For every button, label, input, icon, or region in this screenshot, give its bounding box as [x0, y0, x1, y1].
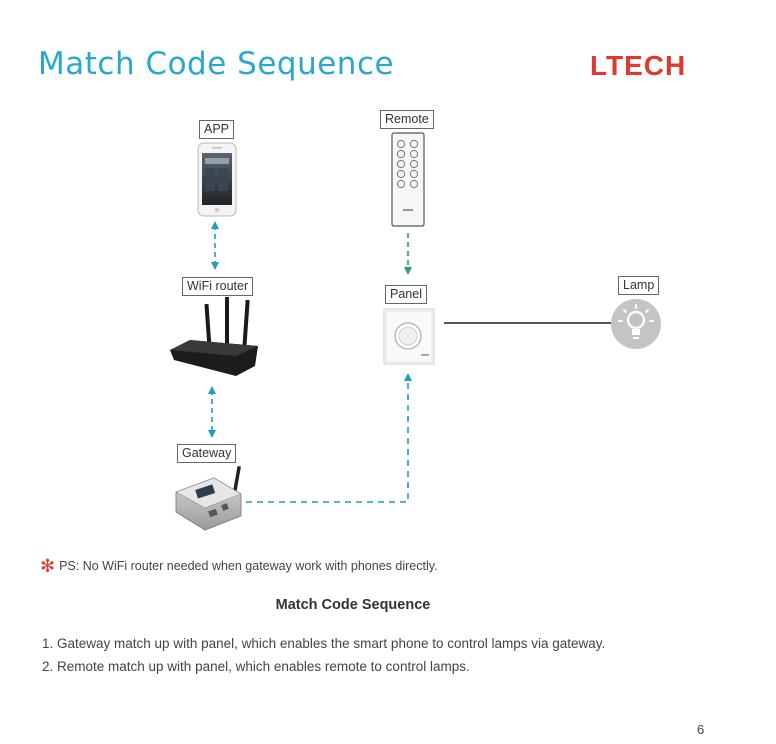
ltech-logo: LTECH [590, 50, 687, 81]
wifi-router-icon [170, 297, 258, 376]
gateway-panel-link [246, 373, 412, 503]
lamp-label: Lamp [618, 276, 660, 295]
app-label: APP [199, 120, 235, 139]
gateway-icon [175, 465, 242, 531]
lamp-icon [611, 299, 661, 349]
dimmer-panel-icon [383, 308, 435, 365]
ps-note-text: PS: No WiFi router needed when gateway w… [59, 559, 438, 573]
wifi-router-label: WiFi router [182, 277, 254, 296]
page-title: Match Code Sequence [38, 46, 395, 82]
smartphone-icon [197, 142, 237, 217]
ps-note: ✻PS: No WiFi router needed when gateway … [40, 556, 438, 577]
step-item: 1. Gateway match up with panel, which en… [42, 636, 606, 651]
panel-label: Panel [385, 285, 427, 304]
gateway-label: Gateway [177, 444, 237, 463]
remote-control-icon [391, 132, 425, 227]
remote-label: Remote [380, 110, 434, 129]
asterisk-icon: ✻ [40, 556, 56, 576]
page-number: 6 [697, 722, 705, 737]
step-item: 2. Remote match up with panel, which ena… [42, 659, 470, 674]
section-title: Match Code Sequence [275, 597, 431, 613]
